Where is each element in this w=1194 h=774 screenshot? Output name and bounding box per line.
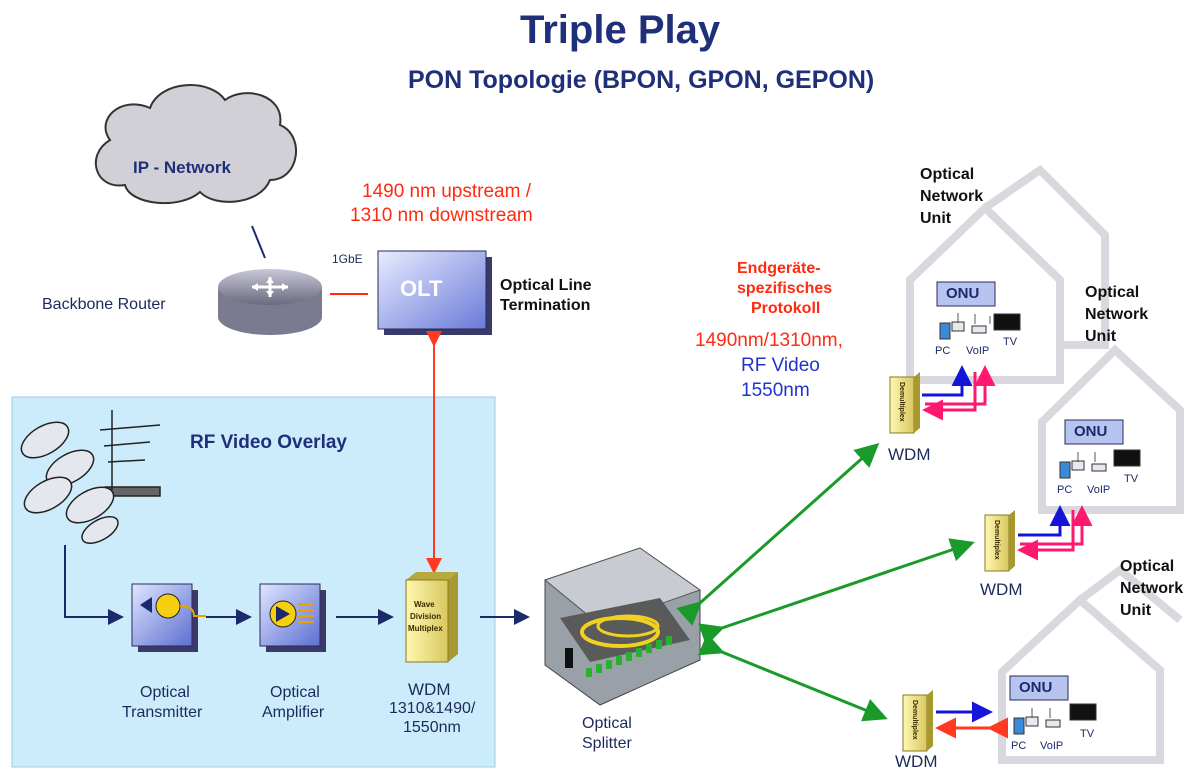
onu-box-1 — [936, 281, 996, 307]
onu-1-voip-label: VoIP — [966, 345, 990, 357]
demux-1-label: Demultiplex — [898, 382, 905, 422]
amplifier-label-line1: Optical — [270, 684, 320, 701]
house-3-devices-icon — [1013, 703, 1097, 735]
wdm-box-line3: Multiplex — [408, 624, 443, 633]
wdm-2-label: WDM — [980, 580, 1023, 599]
onu-1-label-line2: Network — [920, 188, 984, 205]
wdm-3-label: WDM — [895, 752, 938, 771]
onu-2-pc-label: PC — [1057, 484, 1073, 496]
onu-2-box-label: ONU — [1074, 423, 1108, 440]
demux-box-2 — [984, 510, 1015, 572]
onu-box-3 — [1009, 675, 1069, 701]
protocol-line3: Protokoll — [751, 300, 821, 317]
splitter-label-line2: Splitter — [582, 735, 632, 752]
onu-3-label-line3: Unit — [1120, 602, 1152, 619]
link-speed-label: 1GbE — [332, 252, 363, 266]
onu-3-box-label: ONU — [1019, 679, 1053, 696]
amplifier-label-line2: Amplifier — [262, 704, 325, 721]
onu-3-label-line2: Network — [1120, 580, 1184, 597]
splitter-link-1 — [676, 443, 880, 626]
protocol-line5: RF Video — [741, 355, 820, 376]
wavelength-line1: 1490 nm upstream / — [362, 181, 531, 202]
wdm-label-line3: 1550nm — [403, 719, 461, 736]
onu-2-label-line2: Network — [1085, 306, 1149, 323]
house-3-signal-arrows — [935, 701, 1008, 739]
backbone-router-icon — [218, 269, 322, 335]
cloud-router-link — [251, 225, 266, 259]
onu-2-tv-label: TV — [1124, 473, 1139, 485]
demux-3-label: Demultiplex — [911, 700, 918, 740]
demux-box-3 — [902, 690, 933, 752]
wdm-box-line2: Division — [410, 612, 442, 621]
onu-1-pc-label: PC — [935, 345, 951, 357]
onu-2-voip-label: VoIP — [1087, 484, 1111, 496]
page-subtitle: PON Topologie (BPON, GPON, GEPON) — [408, 66, 875, 94]
olt-box — [377, 250, 487, 330]
olt-desc-line2: Termination — [500, 297, 591, 314]
splitter-link-2 — [698, 538, 975, 647]
dish-to-transmitter-arrow — [64, 545, 124, 625]
onu-1-tv-label: TV — [1003, 336, 1018, 348]
onu-1-label-line3: Unit — [920, 210, 952, 227]
wavelength-line2: 1310 nm downstream — [350, 205, 533, 226]
protocol-line2: spezifisches — [737, 280, 833, 297]
house-1 — [906, 164, 1109, 384]
router-label: Backbone Router — [42, 296, 166, 313]
house-1-devices-icon — [939, 313, 1021, 340]
onu-1-box-label: ONU — [946, 285, 980, 302]
onu-3-label-line1: Optical — [1120, 558, 1175, 575]
splitter-label-line1: Optical — [582, 715, 632, 732]
wdm-label-line1: WDM — [408, 680, 451, 699]
wdm-box-line1: Wave — [414, 600, 435, 609]
transmitter-label-line1: Optical — [140, 684, 190, 701]
olt-desc-line1: Optical Line — [500, 277, 592, 294]
wdm-1-label: WDM — [888, 445, 931, 464]
onu-3-tv-label: TV — [1080, 728, 1095, 740]
onu-1-label-line1: Optical — [920, 166, 975, 183]
demux-2-label: Demultiplex — [993, 520, 1000, 560]
transmitter-label-line2: Transmitter — [122, 704, 203, 721]
protocol-line6: 1550nm — [741, 380, 810, 401]
house-1-signal-arrows — [922, 365, 996, 421]
satellite-dishes-icon — [20, 410, 161, 544]
splitter-link-3 — [698, 632, 888, 722]
protocol-line1: Endgeräte- — [737, 260, 821, 277]
onu-2-label-line3: Unit — [1085, 328, 1117, 345]
house-2-signal-arrows — [1017, 505, 1093, 561]
ip-network-cloud — [94, 84, 297, 205]
onu-3-pc-label: PC — [1011, 740, 1027, 752]
house-2 — [1038, 344, 1184, 514]
optical-amplifier-icon — [259, 583, 326, 652]
splitter-links — [676, 443, 975, 722]
onu-2-label-line1: Optical — [1085, 284, 1140, 301]
page-title: Triple Play — [520, 8, 721, 52]
house-3 — [998, 564, 1183, 764]
rf-overlay-title: RF Video Overlay — [190, 432, 347, 453]
onu-box-2 — [1064, 419, 1124, 445]
house-2-devices-icon — [1059, 449, 1141, 479]
demux-box-1 — [889, 372, 920, 434]
cloud-label: IP - Network — [133, 158, 231, 177]
onu-3-voip-label: VoIP — [1040, 740, 1064, 752]
optical-transmitter-icon — [131, 583, 206, 652]
wdm-box-icon — [405, 572, 458, 663]
wdm-label-line2: 1310&1490/ — [389, 700, 476, 717]
olt-box-label: OLT — [400, 276, 443, 301]
optical-splitter-icon — [543, 547, 702, 706]
protocol-line4: 1490nm/1310nm, — [695, 330, 843, 351]
